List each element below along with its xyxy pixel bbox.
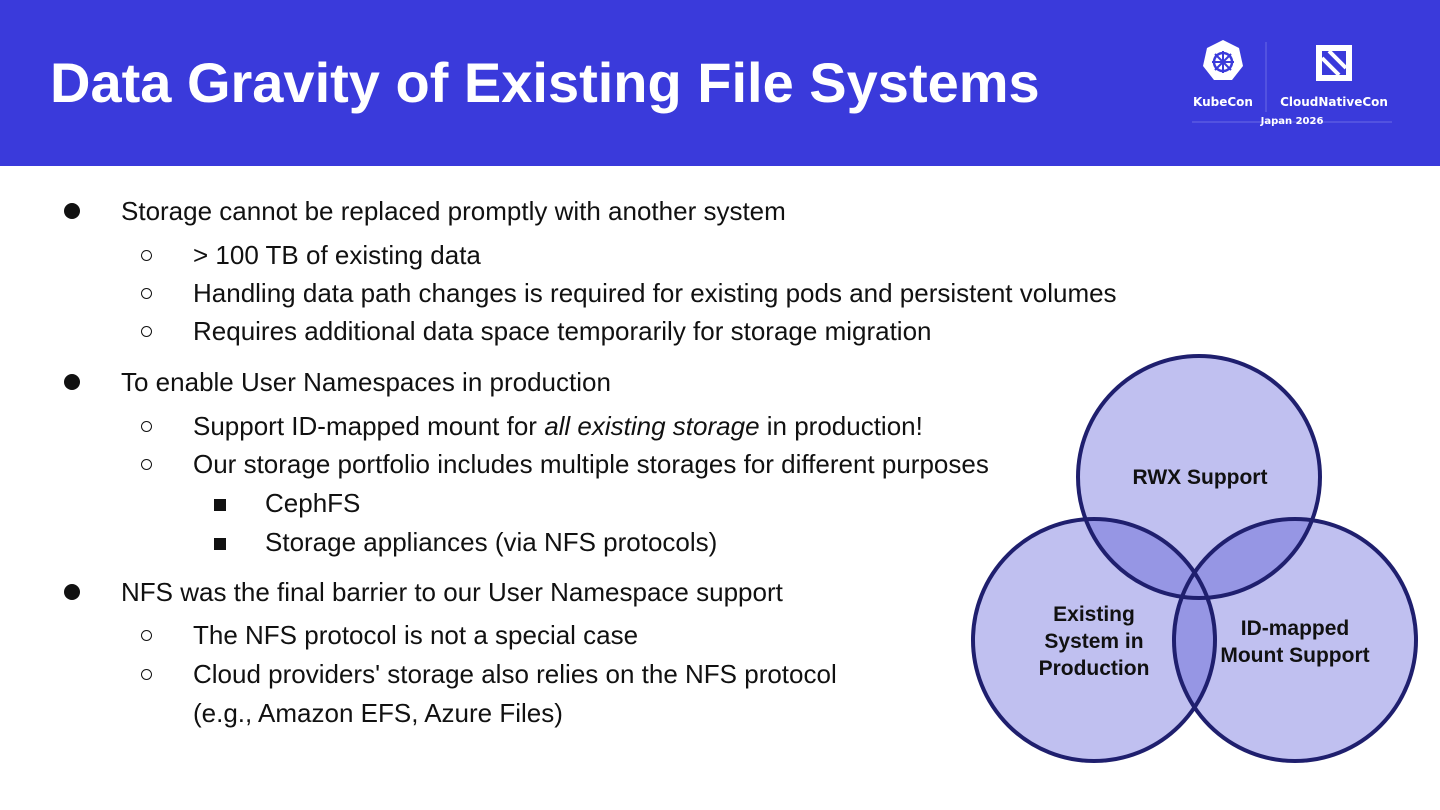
venn-label-existing: Existing System in Production [1020,601,1168,682]
kubecon-cloudnativecon-logo: KubeCon CloudNativeCon Japan 2026 [1186,36,1398,132]
bullet-ring-icon [141,411,152,441]
venn-overlap-top-right [1174,519,1320,598]
venn-diagram: RWX Support Existing System in Productio… [960,350,1430,770]
bullet-ring-icon [141,240,152,270]
bullet-square-icon [214,488,226,522]
venn-label-existing-line3: Production [1038,657,1150,680]
bullet-ring-icon [141,316,152,346]
sub-bullet-text: Our storage portfolio includes multiple … [193,449,989,479]
sub-bullet-text: Handling data path changes is required f… [193,278,1117,308]
slide-title: Data Gravity of Existing File Systems [50,51,1040,114]
venn-label-idmapped-line2: Mount Support [1220,644,1370,667]
venn-overlap-top-left [1078,519,1215,598]
bullet-text: Storage cannot be replaced promptly with… [121,196,786,226]
bullet-ring-icon [141,449,152,479]
sub-bullet-text: > 100 TB of existing data [193,240,481,270]
sub-sub-bullet-text: CephFS [265,488,361,518]
sub-bullet-text: Support ID-mapped mount for all existing… [193,411,923,441]
bullet-ring-icon [141,659,152,689]
sub-bullet-text: The NFS protocol is not a special case [193,620,639,650]
venn-label-existing-line1: Existing [1053,603,1135,626]
sub-bullet-text: Requires additional data space temporari… [193,316,932,346]
logo-kubecon-text: KubeCon [1193,95,1253,109]
venn-label-existing-line2: System in [1044,630,1144,653]
venn-label-rwx: RWX Support [1132,466,1268,489]
venn-label-idmapped: ID-mapped Mount Support [1210,615,1380,669]
bullet-text: NFS was the final barrier to our User Na… [121,577,783,607]
venn-label-idmapped-line1: ID-mapped [1240,617,1350,640]
text-before-emphasis: Support ID-mapped mount for [193,411,545,441]
bullet-text: To enable User Namespaces in production [121,367,611,397]
logo-event-text: Japan 2026 [1260,116,1324,127]
bullet-square-icon [214,527,226,561]
logo-graphic: KubeCon CloudNativeCon Japan 2026 [1192,40,1392,127]
sub-bullet-text: Cloud providers' storage also relies on … [193,659,837,689]
slide-header: Data Gravity of Existing File Systems Ku… [0,0,1440,166]
bullet-ring-icon [141,278,152,308]
bullet-dot-icon [64,196,80,228]
bullet-dot-icon [64,577,80,609]
text-after-emphasis: in production! [759,411,923,441]
bullet-dot-icon [64,367,80,399]
sub-sub-bullet-text: Storage appliances (via NFS protocols) [265,527,718,557]
sub-bullet-continuation-text: (e.g., Amazon EFS, Azure Files) [193,698,563,728]
emphasis-text: all existing storage [544,411,760,441]
venn-graphic [971,354,1418,763]
logo-cloudnativecon-text: CloudNativeCon [1280,95,1388,109]
bullet-ring-icon [141,620,152,650]
